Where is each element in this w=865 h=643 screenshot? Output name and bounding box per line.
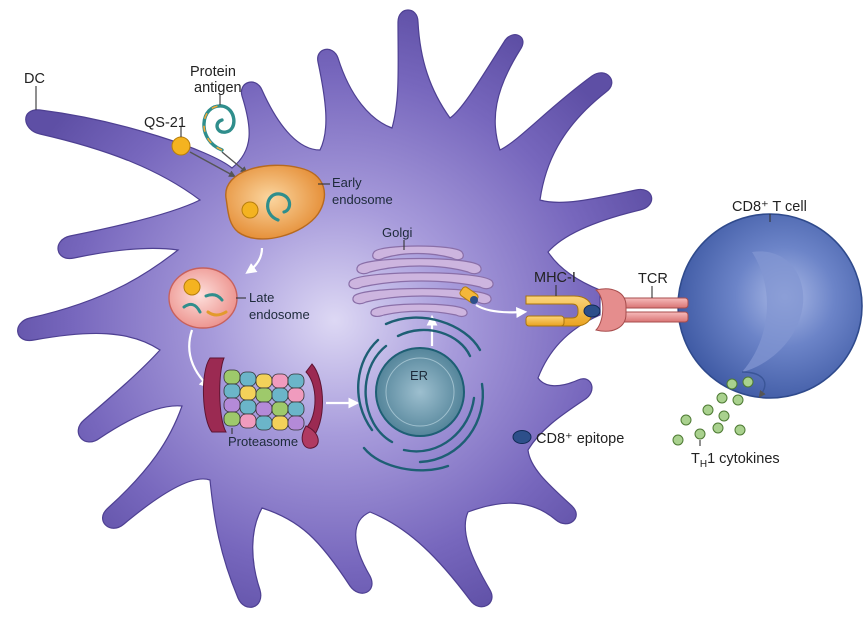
golgi-apparatus [348, 240, 494, 317]
proteasome [202, 357, 323, 449]
th1-cytokines-label: TH1 cytokines [691, 451, 780, 470]
epitope-legend [512, 430, 532, 444]
cd8-t-cell [677, 213, 863, 399]
late-endosome-label-line1: Late [249, 290, 274, 305]
epitope-label: CD8⁺ epitope [536, 431, 624, 447]
golgi-vesicle-mhc [459, 286, 479, 304]
late-endosome [168, 267, 246, 329]
protein-antigen-label-line2: antigen [194, 80, 242, 96]
dendritic-cell [17, 9, 653, 608]
early-endosome-label-line1: Early [332, 175, 362, 190]
proteasome-label: Proteasome [228, 434, 298, 449]
er-label: ER [410, 368, 428, 383]
early-endosome-label-line2: endosome [332, 192, 393, 207]
uptake-arrows [189, 151, 248, 178]
qs21-adjuvant [171, 127, 191, 156]
mhc-class-i [525, 285, 601, 327]
mhc-label: MHC-I [534, 270, 576, 286]
golgi-label: Golgi [382, 225, 412, 240]
protein-antigen-label-line1: Protein [190, 64, 236, 80]
protein-antigen [202, 94, 236, 152]
dc-label: DC [24, 71, 45, 87]
th1-cytokines [672, 376, 754, 446]
tcr-label: TCR [638, 271, 668, 287]
early-endosome [225, 164, 330, 240]
tcr-receptor [594, 286, 689, 332]
t-cell-label: CD8⁺ T cell [732, 199, 807, 215]
qs21-label: QS-21 [144, 115, 186, 131]
endoplasmic-reticulum [357, 316, 485, 472]
late-endosome-label-line2: endosome [249, 307, 310, 322]
